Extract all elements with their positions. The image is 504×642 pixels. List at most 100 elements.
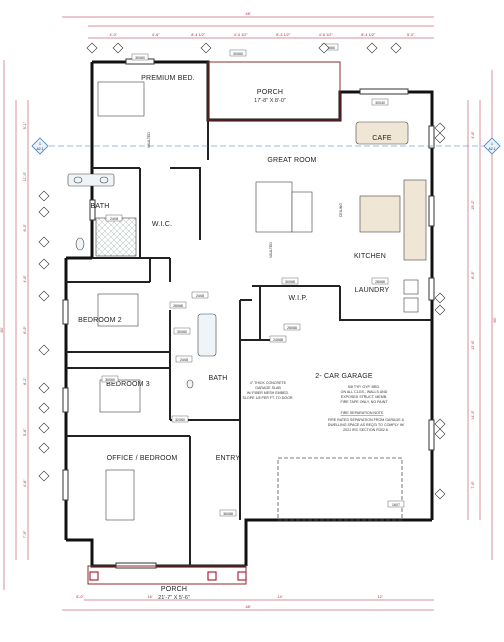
right-dim-label: 7'-6" bbox=[471, 481, 475, 489]
left-dim-label: 6'-3" bbox=[23, 223, 27, 231]
window-callout-icon bbox=[434, 304, 446, 316]
porch-top-size: 17'-8" X 8'-0" bbox=[254, 98, 286, 104]
tag-box bbox=[169, 301, 187, 309]
door-window-tag: 28X68 bbox=[375, 280, 385, 284]
door-window-tag: 30X60 bbox=[325, 46, 335, 50]
svg-text:A2.1: A2.1 bbox=[489, 147, 496, 151]
window-callout-icon bbox=[434, 292, 446, 304]
window-callout-icon bbox=[200, 42, 212, 54]
top-dimension-labels: 4'-0"4'-6"8'-4 1/2"4'-4 1/2"8'-3 1/2"4'-… bbox=[109, 33, 415, 37]
left-dim-label: 5'-1" bbox=[23, 121, 27, 129]
room-premium-bed: PREMIUM BED. bbox=[141, 75, 195, 82]
tag-box bbox=[283, 323, 301, 331]
window-callout-icon bbox=[366, 42, 378, 54]
door-window-tag: 28X68 bbox=[173, 304, 183, 308]
window-callout-icon bbox=[38, 290, 50, 302]
svg-text:FIRE TAPE ONLY, NO PAINT: FIRE TAPE ONLY, NO PAINT bbox=[341, 400, 389, 404]
svg-text:EXPOSED STRUCT. MEMB.: EXPOSED STRUCT. MEMB. bbox=[341, 395, 387, 399]
room-cafe: CAFE bbox=[372, 135, 392, 142]
door-window-tag: 30X60 bbox=[233, 52, 243, 56]
room-garage: 2- CAR GARAGE bbox=[315, 373, 373, 380]
tag-box bbox=[173, 327, 191, 335]
dimension-lines bbox=[3, 16, 493, 611]
room-office: OFFICE / BEDROOM bbox=[107, 455, 178, 462]
window-callout-icon bbox=[38, 236, 50, 248]
top-porch-outline bbox=[207, 61, 341, 121]
window-callout-icon bbox=[38, 470, 50, 482]
window-callout-icon bbox=[38, 442, 50, 454]
tag-box bbox=[191, 291, 209, 299]
bottom-dim-label: 6'-0" bbox=[76, 595, 84, 599]
window-callout-icon bbox=[112, 42, 124, 54]
grid-marker-left: 1 A2.1 bbox=[31, 137, 49, 155]
left-dim-label: 11'-0" bbox=[23, 171, 27, 181]
room-laundry: LAUNDRY bbox=[355, 287, 390, 294]
svg-text:DWELLING SPACE AS REQ'D TO COM: DWELLING SPACE AS REQ'D TO COMPLY W/ bbox=[328, 423, 404, 427]
overall-width-dim-bottom: 48' bbox=[246, 605, 251, 609]
tag-box bbox=[105, 214, 123, 222]
right-dimension-labels: 4'-6"15'-2"6'-3"12'-6"14'-3"7'-6" bbox=[471, 131, 475, 489]
door-window-tag: 24X68 bbox=[273, 338, 283, 342]
door-window-tag: 30X60 bbox=[177, 330, 187, 334]
fixtures bbox=[67, 81, 427, 521]
top-dim-label: 4'-6 1/2" bbox=[319, 33, 334, 37]
window-callout-icon bbox=[38, 382, 50, 394]
svg-text:GARAGE SLAB: GARAGE SLAB bbox=[255, 386, 281, 390]
top-dim-label: 8'-3 1/2" bbox=[276, 33, 291, 37]
room-bedroom-2: BEDROOM 2 bbox=[78, 317, 122, 324]
room-bath-hall: BATH bbox=[209, 375, 228, 382]
svg-text:2021 IRC SECTION R302.6.: 2021 IRC SECTION R302.6. bbox=[343, 428, 389, 432]
window-callout-icon bbox=[38, 190, 50, 202]
room-wic: W.I.C. bbox=[152, 221, 172, 228]
right-dim-label: 12'-6" bbox=[471, 340, 475, 350]
svg-text:1: 1 bbox=[39, 142, 41, 146]
door-window-tag: 24X8 bbox=[110, 217, 118, 221]
tag-box bbox=[101, 375, 119, 383]
window-callout-icon bbox=[38, 402, 50, 414]
door-window-tag: 28X68 bbox=[287, 326, 297, 330]
window-callout-icon bbox=[434, 418, 446, 430]
porch-bottom-size: 21'-7" X 5'-6" bbox=[158, 595, 190, 601]
window-callout-icon bbox=[390, 42, 402, 54]
overall-width-dim: 48' bbox=[246, 12, 251, 16]
window-callout-icon bbox=[434, 132, 446, 144]
window-callout-icon bbox=[434, 488, 446, 500]
svg-text:4" THICK CONCRETE: 4" THICK CONCRETE bbox=[250, 381, 287, 385]
tag-box bbox=[219, 509, 237, 517]
left-dim-label: 8'-2" bbox=[23, 377, 27, 385]
svg-text:A2.1: A2.1 bbox=[37, 147, 44, 151]
window-callout-icon bbox=[434, 428, 446, 440]
ceiling-label: CEILING bbox=[339, 203, 343, 218]
door-window-tag: 24X8 bbox=[180, 358, 188, 362]
window-callout-icon bbox=[434, 122, 446, 134]
left-dim-label: 4'-6" bbox=[23, 274, 27, 282]
left-dim-label: 4'-6" bbox=[23, 479, 27, 487]
door-window-tag: 30X68 bbox=[285, 280, 295, 284]
window-callout-icon bbox=[86, 42, 98, 54]
svg-text:FIRE SEPARATION NOTE: FIRE SEPARATION NOTE bbox=[341, 411, 384, 415]
bottom-dim-label: 12' bbox=[378, 595, 383, 599]
right-dim-label: 4'-6" bbox=[471, 131, 475, 139]
room-kitchen: KITCHEN bbox=[354, 253, 386, 260]
top-dim-label: 4'-0" bbox=[109, 33, 117, 37]
right-dim-label: 14'-3" bbox=[471, 410, 475, 420]
tag-box bbox=[171, 415, 189, 423]
window-callout-icon bbox=[38, 344, 50, 356]
door-window-tag: 30X60 bbox=[135, 56, 145, 60]
room-wip: W.I.P. bbox=[289, 295, 308, 302]
window-callout-icon bbox=[38, 258, 50, 270]
svg-text:ON ALL CLGS., WALLS AND: ON ALL CLGS., WALLS AND bbox=[341, 390, 388, 394]
svg-text:FIRE RATED SEPARATION FROM GAR: FIRE RATED SEPARATION FROM GARAGE & bbox=[328, 418, 405, 422]
overall-depth-dim-right: 60' bbox=[493, 317, 497, 322]
door-window-tag: 30X40 bbox=[375, 101, 385, 105]
right-dim-label: 6'-3" bbox=[471, 271, 475, 279]
door-window-tag: 32X60 bbox=[175, 418, 185, 422]
left-dimension-labels: 5'-1"11'-0"6'-3"4'-6"6'-9"8'-2"5'-6"4'-6… bbox=[23, 121, 27, 538]
bottom-porch-outline bbox=[87, 565, 247, 585]
tag-box bbox=[371, 277, 389, 285]
shower-tile bbox=[95, 217, 137, 257]
room-porch-top: PORCH bbox=[257, 89, 283, 96]
svg-text:SLOPE 1/8 PER FT. TO DOOR.: SLOPE 1/8 PER FT. TO DOOR. bbox=[243, 396, 294, 400]
garage-door bbox=[277, 457, 403, 521]
